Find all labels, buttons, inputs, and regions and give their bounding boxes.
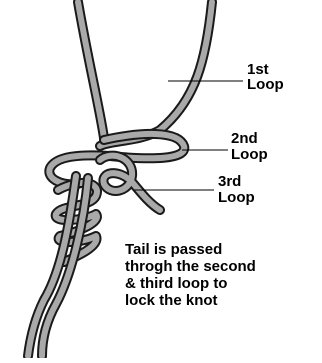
- loop3-label-line1: 3rd: [218, 174, 241, 190]
- caption-line-3: & third loop to: [125, 275, 227, 292]
- first-loop-strand: [100, 2, 212, 146]
- loop2-label-line1: 2nd: [231, 131, 258, 147]
- loop2-label-line2: Loop: [231, 147, 268, 163]
- left-rope-strand: [78, 2, 104, 138]
- loop1-label-line2: Loop: [247, 77, 284, 93]
- loop3-label-line2: Loop: [218, 190, 255, 206]
- caption-line-2: throgh the second: [125, 258, 256, 275]
- third-loop-strand: [100, 156, 160, 210]
- caption-line-4: lock the knot: [125, 292, 218, 309]
- caption-line-1: Tail is passed: [125, 241, 222, 258]
